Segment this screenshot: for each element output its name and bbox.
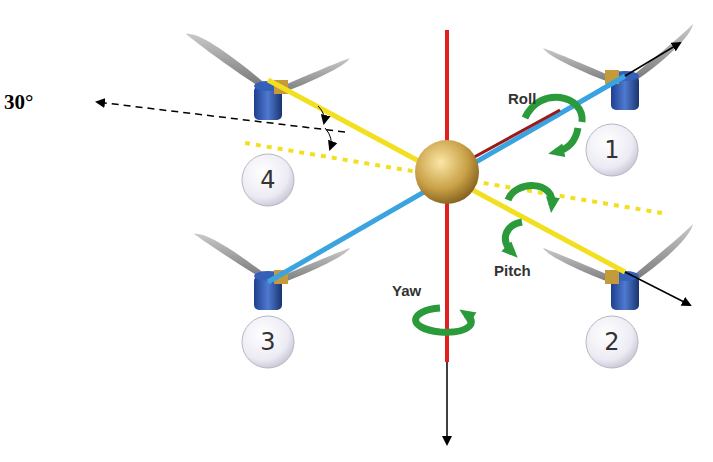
motor-number: 1 — [604, 136, 619, 164]
axis-label: Pitch — [494, 262, 531, 279]
yaw-arrow — [416, 308, 472, 332]
motors — [186, 24, 693, 310]
pitch-axis-arrow — [625, 272, 690, 305]
pitch-arrow — [508, 186, 552, 205]
motor-number: 4 — [260, 166, 275, 194]
reference-arrow — [97, 102, 345, 132]
hub — [415, 140, 479, 204]
motor-number-circle: 3 — [241, 315, 295, 369]
motor-number-circle: 1 — [585, 123, 639, 177]
roll-arrow — [556, 128, 578, 152]
angle-arc — [325, 128, 331, 149]
axis-label: Roll — [508, 90, 536, 107]
blue-arm — [268, 76, 625, 282]
motor-number-circle: 4 — [241, 153, 295, 207]
motor-number: 2 — [604, 328, 619, 356]
yaw-axis-arrow — [446, 362, 448, 444]
angle-label: 30° — [4, 90, 33, 115]
angle-arc — [318, 106, 324, 123]
pitch-arrow — [505, 222, 522, 252]
axis-label: Yaw — [392, 282, 421, 299]
roll-axis-arrow — [625, 43, 680, 76]
motor-number: 3 — [260, 328, 275, 356]
motor-number-circle: 2 — [585, 315, 639, 369]
